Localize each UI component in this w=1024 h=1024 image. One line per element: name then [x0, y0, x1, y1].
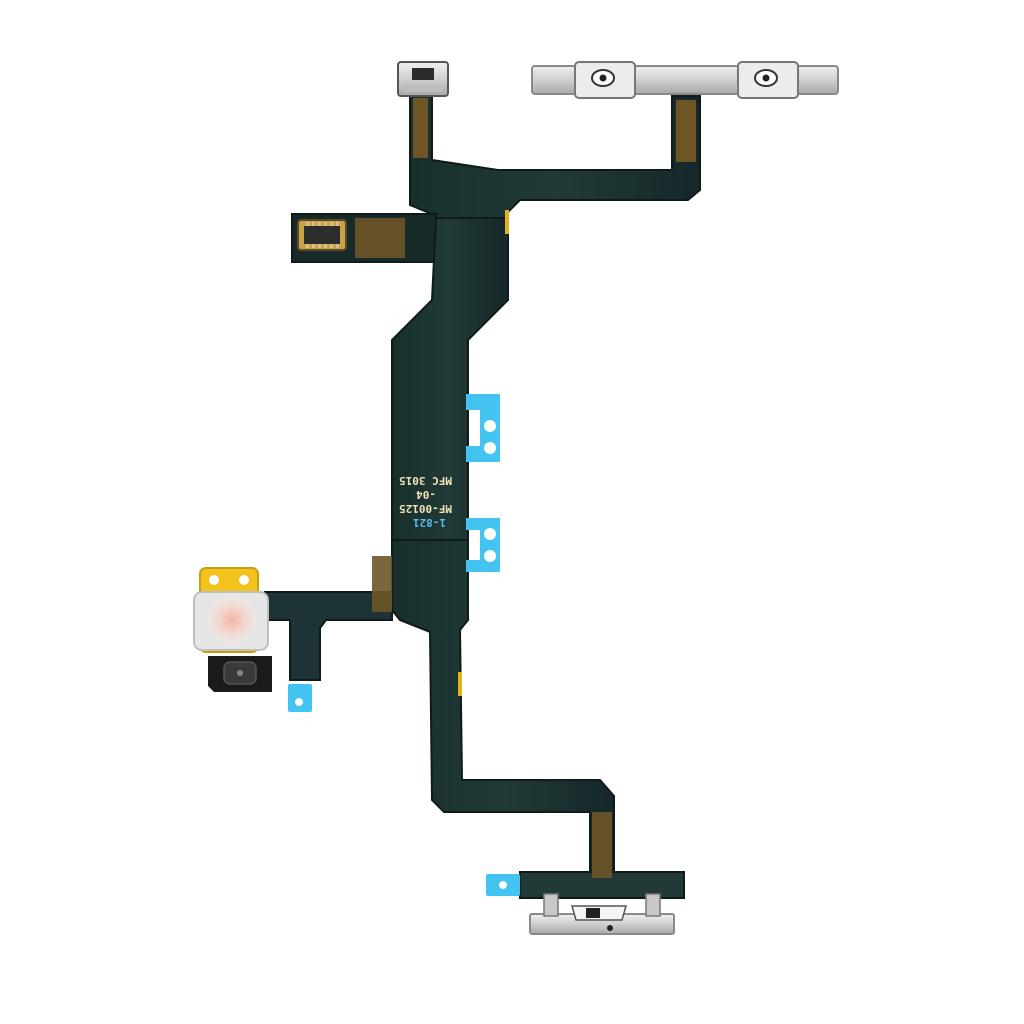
flex-print-line-4: 1-821 — [412, 516, 446, 529]
flash-module — [193, 567, 272, 692]
volume-button-strip — [531, 61, 839, 99]
board-connector — [297, 219, 347, 251]
copper-traces — [355, 98, 696, 878]
blue-stiffener-tabs — [288, 394, 520, 896]
flex-print-line-2: MF-00125 — [399, 502, 452, 515]
mute-switch — [397, 61, 449, 97]
flex-body — [264, 94, 701, 899]
flex-print-line-3: -04 — [416, 488, 436, 501]
power-button-bracket — [529, 893, 675, 935]
flex-print-line-1: MFC 3015 — [399, 474, 452, 487]
